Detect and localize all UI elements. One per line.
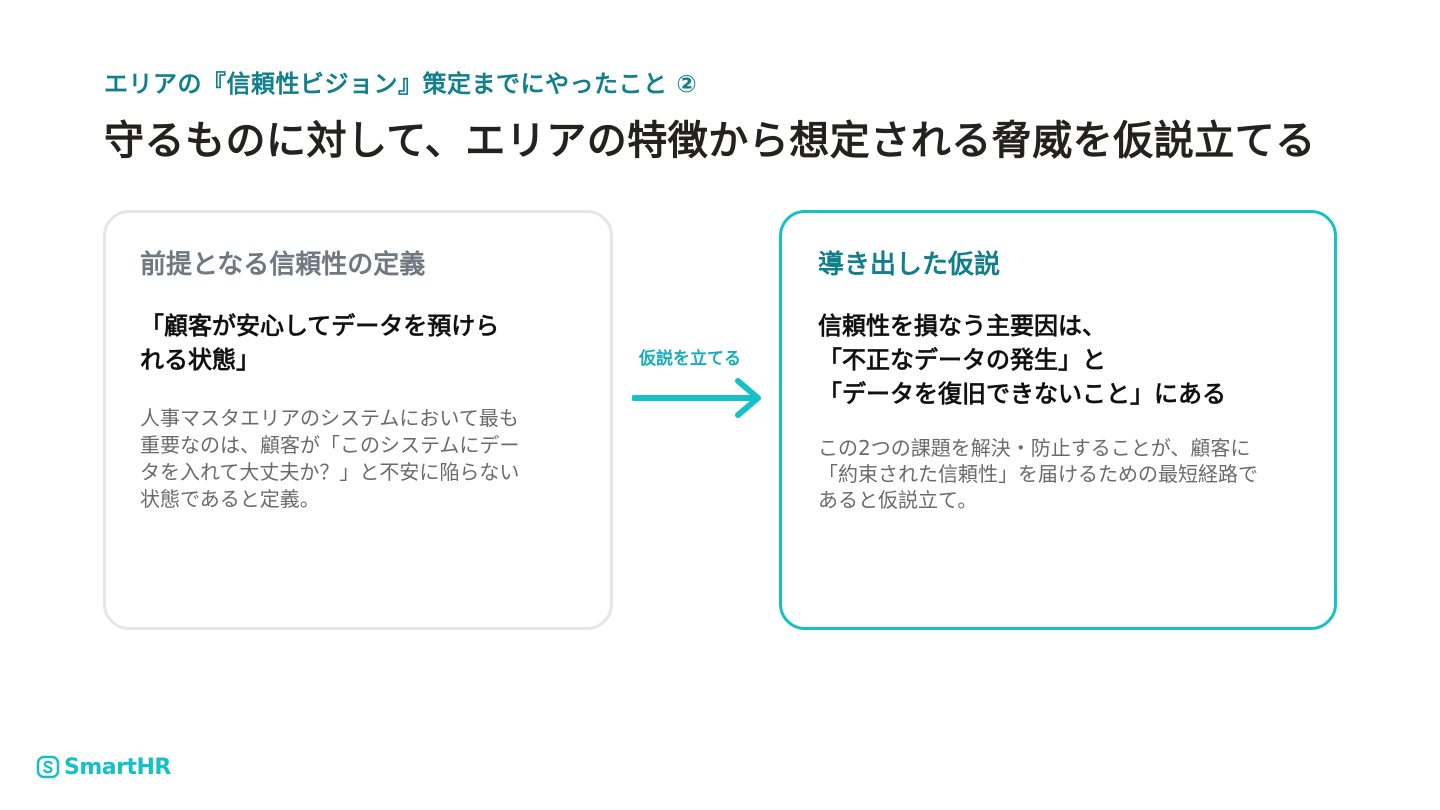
hypothesis-lead-line: 信頼性を損なう主要因は、 bbox=[818, 312, 1106, 340]
premise-lead-line: 「顧客が安心してデータを預けら bbox=[140, 312, 500, 340]
slide-eyebrow: エリアの『信頼性ビジョン』策定までにやったこと ② bbox=[104, 70, 698, 98]
arrow-right-icon bbox=[632, 378, 761, 418]
slide-headline: 守るものに対して、エリアの特徴から想定される脅威を仮説立てる bbox=[104, 118, 1316, 164]
hypothesis-card: 導き出した仮説 信頼性を損なう主要因は、 「不正なデータの発生」と 「データを復… bbox=[779, 210, 1337, 630]
premise-body-line: 重要なのは、顧客が「このシステムにデー bbox=[140, 433, 520, 457]
premise-lead-line: れる状態」 bbox=[140, 346, 260, 374]
hypothesis-body-line: 「約束された信頼性」を届けるための最短経路で bbox=[818, 462, 1258, 486]
smarthr-logo-text: SmartHR bbox=[64, 754, 171, 780]
smarthr-logo: SmartHR bbox=[36, 753, 171, 781]
premise-card-lead: 「顧客が安心してデータを預けら れる状態」 bbox=[140, 309, 576, 377]
hypothesis-card-lead: 信頼性を損なう主要因は、 「不正なデータの発生」と 「データを復旧できないこと」… bbox=[818, 309, 1298, 411]
hypothesis-card-body: この2つの課題を解決・防止することが、顧客に 「約束された信頼性」を届けるための… bbox=[818, 435, 1298, 513]
arrow-label: 仮説を立てる bbox=[639, 349, 741, 369]
premise-body-line: 人事マスタエリアのシステムにおいて最も bbox=[140, 406, 519, 430]
smarthr-logo-icon bbox=[36, 755, 60, 779]
hypothesis-body-line: この2つの課題を解決・防止することが、顧客に bbox=[818, 436, 1251, 460]
premise-card-heading: 前提となる信頼性の定義 bbox=[140, 250, 426, 280]
premise-body-line: 状態であると定義。 bbox=[140, 487, 320, 511]
premise-card: 前提となる信頼性の定義 「顧客が安心してデータを預けら れる状態」 人事マスタエ… bbox=[103, 210, 613, 630]
hypothesis-body-line: あると仮説立て。 bbox=[818, 488, 978, 512]
premise-body-line: タを入れて大丈夫か？」と不安に陥らない bbox=[140, 460, 520, 484]
hypothesis-card-heading: 導き出した仮説 bbox=[818, 250, 1001, 280]
premise-card-body: 人事マスタエリアのシステムにおいて最も 重要なのは、顧客が「このシステムにデー … bbox=[140, 405, 576, 513]
hypothesis-lead-line: 「データを復旧できないこと」にある bbox=[818, 380, 1226, 408]
hypothesis-lead-line: 「不正なデータの発生」と bbox=[818, 346, 1106, 374]
